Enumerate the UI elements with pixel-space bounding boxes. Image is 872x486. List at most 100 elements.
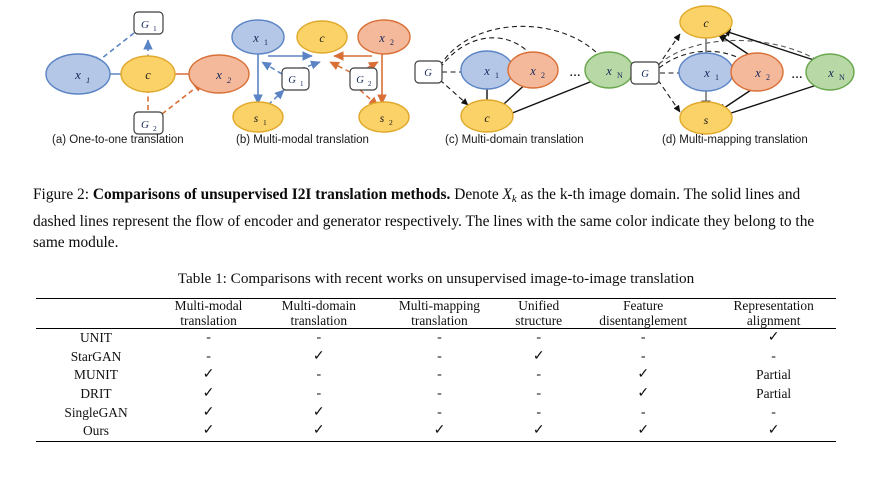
svg-text:1: 1 xyxy=(86,75,90,85)
svg-text:1: 1 xyxy=(300,80,304,88)
subcaption-c: (c) Multi-domain translation xyxy=(445,134,584,146)
table-cell-value: - xyxy=(376,328,503,348)
node-G2-b xyxy=(349,67,378,91)
table-header-row: Multi-modal translation Multi-domain tra… xyxy=(36,297,836,329)
table-cell-value: ✓ xyxy=(637,367,650,383)
table-cell-value: - xyxy=(437,385,442,401)
node-s-d xyxy=(679,101,733,135)
header-line1: Multi-modal xyxy=(174,298,243,313)
svg-text:1: 1 xyxy=(495,71,499,80)
diagram-multi-modal: x 1 c x 2 s 1 s 2 G 1 G 2 xyxy=(231,19,411,133)
table-row: SingleGAN✓✓---- xyxy=(36,404,836,423)
table-cell-value: ✓ xyxy=(261,422,377,442)
table-cell-value: ✓ xyxy=(202,385,215,401)
table-cell-value: ✓ xyxy=(711,328,836,348)
table-cell-value: ✓ xyxy=(532,348,545,364)
table-header-multi-domain: Multi-domain translation xyxy=(261,297,377,329)
table-header-method xyxy=(36,297,156,329)
node-x1-a xyxy=(45,53,111,95)
svg-text:x: x xyxy=(215,67,222,82)
svg-text:s: s xyxy=(254,113,259,125)
table-row: StarGAN-✓-✓-- xyxy=(36,348,836,367)
figure-panel: x 1 c x 2 G 1 G 2 xyxy=(0,0,872,160)
svg-text:1: 1 xyxy=(715,73,719,82)
svg-text:1: 1 xyxy=(264,38,268,47)
figure-caption-text-1: Denote xyxy=(454,186,503,203)
header-line1: Multi-domain xyxy=(281,298,356,313)
svg-text:2: 2 xyxy=(227,75,232,85)
table-cell-value: - xyxy=(437,367,442,383)
svg-text:N: N xyxy=(617,71,623,80)
table-cell-value: - xyxy=(156,328,262,348)
svg-text:s: s xyxy=(704,113,709,127)
svg-text:G: G xyxy=(356,75,364,86)
table-cell-value: - xyxy=(771,348,776,364)
table-row: DRIT✓---✓Partial xyxy=(36,385,836,404)
header-line1: Representation xyxy=(733,298,814,313)
table-row: MUNIT✓---✓Partial xyxy=(36,366,836,385)
header-line1: Feature xyxy=(623,298,664,313)
node-xN-d xyxy=(805,53,855,91)
table-cell-value: ✓ xyxy=(202,404,215,420)
table-cell-value: - xyxy=(502,328,576,348)
table-cell-value: ✓ xyxy=(502,422,576,442)
svg-text:x: x xyxy=(74,67,81,82)
table-cell-value: - xyxy=(771,404,776,420)
node-s2-b xyxy=(358,101,410,133)
table-cell-value: - xyxy=(437,348,442,364)
table-cell-value: - xyxy=(640,348,646,364)
node-G-d xyxy=(630,61,660,85)
table-cell-value: ✓ xyxy=(156,422,262,442)
node-c-a xyxy=(120,55,176,93)
node-G1-a xyxy=(133,11,164,35)
table-cell-value: - xyxy=(261,328,377,348)
svg-text:c: c xyxy=(703,16,709,30)
comparison-table-wrapper: Multi-modal translation Multi-domain tra… xyxy=(36,297,836,442)
table-cell-value: - xyxy=(316,367,322,383)
table-cell-value: Partial xyxy=(756,367,792,383)
table-cell-value: ✓ xyxy=(637,385,650,401)
svg-text:x: x xyxy=(605,64,612,78)
node-s1-b xyxy=(232,101,284,133)
table-header-multi-mapping: Multi-mapping translation xyxy=(376,297,503,329)
math-symbol-X: X xyxy=(502,186,512,203)
svg-text:G: G xyxy=(424,68,432,79)
header-line2: disentanglement xyxy=(599,312,688,328)
svg-text:N: N xyxy=(839,73,845,82)
svg-text:2: 2 xyxy=(153,124,157,133)
subcaption-a: (a) One-to-one translation xyxy=(52,134,184,146)
table-cell-value: ✓ xyxy=(202,367,215,383)
table-cell-value: ✓ xyxy=(312,348,325,364)
svg-text:x: x xyxy=(529,64,536,78)
table-cell-value: - xyxy=(316,385,322,401)
svg-text:x: x xyxy=(483,64,490,78)
node-G-c xyxy=(414,60,443,84)
table-cell-value: ✓ xyxy=(711,422,836,442)
table-body: UNIT-----✓StarGAN-✓-✓--MUNIT✓---✓Partial… xyxy=(36,328,836,442)
table-header-feature-disentanglement: Feature disentanglement xyxy=(575,297,712,329)
table-cell-value: - xyxy=(536,385,542,401)
svg-text:2: 2 xyxy=(766,73,770,82)
header-line2: translation xyxy=(411,312,468,328)
table-cell-value: - xyxy=(640,404,646,420)
table-head: Multi-modal translation Multi-domain tra… xyxy=(36,297,836,329)
math-subscript-k: k xyxy=(511,193,517,206)
svg-text:x: x xyxy=(827,66,834,80)
svg-text:G: G xyxy=(288,75,296,86)
table-cell-method: Ours xyxy=(36,422,156,442)
node-x2-d xyxy=(730,52,784,92)
table-cell-value: Partial xyxy=(756,385,792,401)
svg-text:...: ... xyxy=(569,64,580,80)
diagram-multi-mapping: c s x 1 x 2 ... x N G xyxy=(630,5,855,135)
diagram-one-to-one: x 1 c x 2 G 1 G 2 xyxy=(45,11,250,135)
node-c-b xyxy=(296,20,348,54)
table-cell-value: ✓ xyxy=(575,422,712,442)
table-cell-method: SingleGAN xyxy=(64,404,128,420)
svg-text:G: G xyxy=(141,19,149,31)
table-cell-method: UNIT xyxy=(36,328,156,348)
svg-text:c: c xyxy=(319,31,325,45)
svg-text:x: x xyxy=(252,31,259,45)
svg-text:c: c xyxy=(484,111,490,125)
node-G2-a xyxy=(133,111,164,135)
svg-text:G: G xyxy=(641,69,649,80)
